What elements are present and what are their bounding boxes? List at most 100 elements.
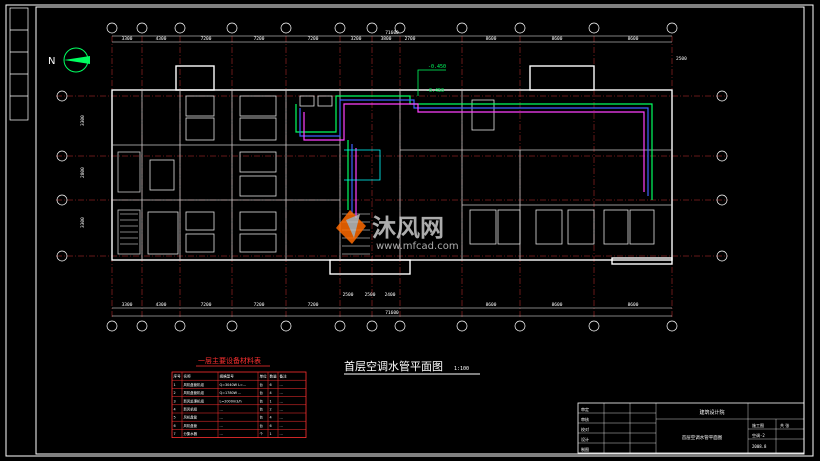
dimension-total-bottom: 71600: [385, 310, 399, 316]
material-table-cell: ...: [220, 416, 223, 420]
material-table-cell: 7: [174, 432, 176, 436]
material-table-cell: ...: [280, 408, 283, 412]
dimension-value-left: 3300: [80, 217, 86, 228]
grid-bubble-top: [588, 22, 600, 34]
dimension-value-top: 7200: [308, 36, 319, 42]
material-table-cell: Q=3040W L=...: [220, 383, 247, 387]
dimension-value-bottom: 8600: [486, 302, 497, 308]
material-table-header: 单位: [260, 374, 268, 379]
grid-bubble-bottom: [226, 320, 238, 332]
title-block-stage: 施工图: [752, 422, 764, 428]
material-table-header: 规格型号: [220, 374, 235, 379]
outer-frame: [5, 4, 814, 457]
material-table-cell: 6: [270, 424, 272, 428]
grid-bubble-bottom: [588, 320, 600, 332]
dimension-value-top: 8600: [552, 36, 563, 42]
watermark-url: www.mfcad.com: [376, 241, 459, 252]
grid-bubble-top: [514, 22, 526, 34]
north-label: N: [48, 56, 55, 67]
material-table-cell: 分集水器: [184, 431, 198, 436]
grid-bubble-bottom: [394, 320, 406, 332]
north-arrow-icon: [63, 47, 90, 73]
dimension-value-bottom: 7200: [254, 302, 265, 308]
material-table-cell: 1: [270, 432, 272, 436]
grid-bubble-top: [106, 22, 118, 34]
dimension-value-bottom: 4300: [156, 302, 167, 308]
grid-bubble-top: [394, 22, 406, 34]
grid-bubble-bottom: [174, 320, 186, 332]
grid-bubble-bottom: [456, 320, 468, 332]
grid-bubble-top: [226, 22, 238, 34]
dimension-value-right: 2500: [676, 56, 687, 62]
grid-bubble-top: [334, 22, 346, 34]
dimension-value-top: 7200: [254, 36, 265, 42]
grid-bubble-left: [56, 194, 68, 206]
material-table-cell: 台: [260, 415, 264, 420]
grid-bubble-top: [456, 22, 468, 34]
dimension-lines: [112, 35, 672, 317]
grid-bubble-top: [136, 22, 148, 34]
dimension-value-bottom: 7200: [201, 302, 212, 308]
material-table-cell: ...: [280, 432, 283, 436]
chilled-water-pipes: [295, 69, 653, 218]
title-block-number: 空调-2: [752, 432, 765, 438]
dimension-value-top: 8600: [628, 36, 639, 42]
building-walls: [111, 65, 673, 275]
dimension-value-top: 2700: [405, 36, 416, 42]
material-table-header: 数量: [270, 374, 278, 379]
grid-bubble-right: [716, 194, 728, 206]
material-table-title: 一层主要设备材料表: [198, 356, 261, 365]
dimension-value-bottom: 8600: [552, 302, 563, 308]
dimension-value-top: 3200: [351, 36, 362, 42]
material-table-cell: 1: [270, 399, 272, 403]
title-block-border: [577, 402, 805, 454]
material-table-cell: 5: [174, 416, 176, 420]
grid-bubble-left: [56, 150, 68, 162]
material-table-cell: 新风处理机组: [184, 398, 205, 403]
grid-bubble-bottom: [366, 320, 378, 332]
title-block-label: 审定: [581, 406, 589, 412]
material-table-cell: Q=1780W ...: [220, 391, 242, 395]
material-table-cell: 台: [260, 382, 264, 387]
grid-bubble-top: [666, 22, 678, 34]
binding-strip: [9, 7, 29, 121]
elevation-label-1: -0.450: [428, 64, 446, 70]
dimension-value-top: 3800: [381, 36, 392, 42]
grid-bubble-top: [174, 22, 186, 34]
material-table-cell: 6: [174, 424, 176, 428]
material-table-cell: ...: [220, 424, 223, 428]
title-block-label: 设计: [581, 436, 589, 442]
material-table-cell: 风机盘管机组: [184, 390, 205, 395]
elevation-label-2: -0.450: [426, 88, 444, 94]
grid-bubble-bottom: [666, 320, 678, 332]
material-table-cell: ...: [280, 383, 283, 387]
grid-bubble-bottom: [334, 320, 346, 332]
material-table-cell: 4: [174, 408, 176, 412]
material-table-cell: ...: [280, 416, 283, 420]
dimension-text: 3300 4300 7200 7200 7200 3200 3800 2700 8600 8600…: [80, 30, 687, 316]
dimension-value-left: 3300: [80, 115, 86, 126]
title-block-drawing-name: 首层空调水管平面图: [682, 434, 723, 441]
grid-bubble-bottom: [514, 320, 526, 332]
dimension-value-top: 3300: [122, 36, 133, 42]
grid-bubble-right: [716, 90, 728, 102]
grid-bubble-right: [716, 150, 728, 162]
dimension-value-bottom: 3300: [122, 302, 133, 308]
title-block-label: 制图: [581, 446, 589, 452]
material-table-cell: 1: [174, 383, 176, 387]
dimension-value-top: 4300: [156, 36, 167, 42]
material-table-header: 名称: [184, 374, 192, 379]
material-table-cell: 2: [174, 391, 176, 395]
dimension-value-sub: 2400: [385, 292, 396, 298]
material-table-cell: 3: [174, 399, 176, 403]
material-table-header: 备注: [280, 374, 288, 379]
material-table-cell: ...: [220, 408, 223, 412]
material-table-cell: 6: [270, 383, 272, 387]
drawing-scale: 1:100: [454, 366, 469, 372]
inner-frame: [35, 6, 805, 455]
grid-bubble-top: [280, 22, 292, 34]
material-table-cell: 新风机组: [184, 407, 198, 412]
title-block-sheet: 共 张: [780, 422, 789, 428]
dimension-value-top: 7200: [201, 36, 212, 42]
